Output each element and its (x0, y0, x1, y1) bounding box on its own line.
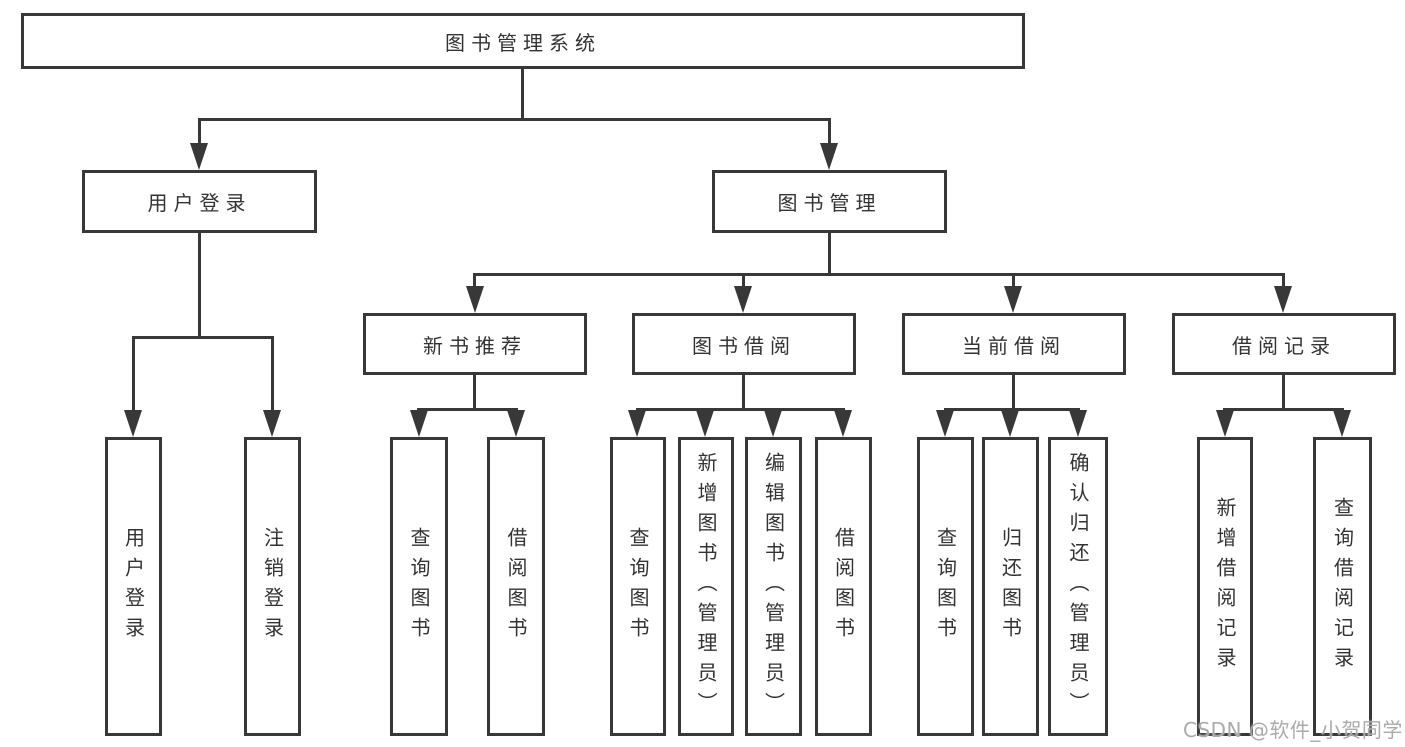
leaf-borrow-books-borrow: 借阅图书 (815, 437, 872, 736)
arrowhead-icon (124, 410, 142, 437)
arrowhead-icon (410, 410, 428, 437)
connector-line (473, 273, 476, 288)
leaf-logout: 注销登录 (244, 437, 301, 736)
arrowhead-icon (1274, 286, 1292, 313)
leaf-label: 新增图书（管理员） (694, 451, 718, 722)
leaf-borrow-books-recommend: 借阅图书 (487, 437, 545, 736)
connector-line (271, 336, 274, 412)
leaf-label: 编辑图书（管理员） (761, 451, 786, 722)
connector-line (828, 233, 831, 275)
connector-line (1282, 273, 1285, 288)
connector-line (473, 273, 1285, 276)
node-current-borrow: 当前借阅 (902, 313, 1126, 375)
arrowhead-icon (1001, 410, 1019, 437)
leaf-confirm-return-admin: 确认归还（管理员） (1048, 437, 1108, 736)
leaf-label: 查询借阅记录 (1330, 496, 1355, 677)
leaf-add-book-admin: 新增图书（管理员） (678, 437, 734, 736)
node-user-login: 用户登录 (82, 170, 317, 233)
connector-line (132, 336, 274, 339)
arrowhead-icon (628, 410, 646, 437)
leaf-label: 查询图书 (407, 526, 431, 647)
arrowhead-icon (190, 143, 208, 170)
arrowhead-icon (1069, 410, 1087, 437)
connector-line (636, 408, 845, 411)
node-new-book-recommend: 新书推荐 (363, 313, 587, 375)
arrowhead-icon (820, 143, 838, 170)
leaf-label: 查询图书 (626, 526, 650, 647)
leaf-query-books-current: 查询图书 (917, 437, 974, 736)
connector-line (198, 118, 831, 121)
arrowhead-icon (466, 286, 484, 313)
leaf-label: 借阅图书 (831, 526, 856, 647)
leaf-query-books-borrow: 查询图书 (610, 437, 666, 736)
arrowhead-icon (263, 410, 281, 437)
leaf-return-book: 归还图书 (982, 437, 1039, 736)
connector-line (1282, 375, 1285, 410)
arrowhead-icon (734, 286, 752, 313)
arrowhead-icon (936, 410, 954, 437)
leaf-label: 用户登录 (121, 526, 146, 647)
arrowhead-icon (1216, 410, 1234, 437)
connector-line (198, 233, 201, 338)
leaf-add-borrow-record: 新增借阅记录 (1197, 437, 1253, 736)
connector-line (742, 273, 745, 288)
arrowhead-icon (1333, 410, 1351, 437)
arrowhead-icon (1004, 286, 1022, 313)
connector-line (417, 408, 518, 411)
connector-line (742, 375, 745, 410)
leaf-query-borrow-record: 查询借阅记录 (1313, 437, 1372, 736)
node-book-borrow: 图书借阅 (632, 313, 856, 375)
leaf-label: 确认归还（管理员） (1066, 451, 1090, 722)
leaf-edit-book-admin: 编辑图书（管理员） (745, 437, 802, 736)
connector-line (521, 69, 524, 119)
node-book-management: 图书管理 (712, 170, 947, 233)
leaf-label: 注销登录 (260, 526, 285, 647)
node-borrow-record: 借阅记录 (1172, 313, 1396, 375)
arrowhead-icon (507, 410, 525, 437)
leaf-label: 查询图书 (933, 526, 958, 647)
leaf-query-books-recommend: 查询图书 (390, 437, 448, 736)
arrowhead-icon (764, 410, 782, 437)
leaf-label: 归还图书 (998, 526, 1023, 647)
connector-line (1012, 273, 1015, 288)
leaf-user-login: 用户登录 (105, 437, 162, 736)
connector-line (1012, 375, 1015, 410)
leaf-label: 借阅图书 (504, 526, 528, 647)
connector-line (132, 336, 135, 412)
node-root-system: 图书管理系统 (21, 13, 1025, 69)
connector-line (198, 118, 201, 145)
connector-line (828, 118, 831, 145)
connector-line (1223, 408, 1344, 411)
connector-line (944, 408, 1080, 411)
arrowhead-icon (834, 410, 852, 437)
leaf-label: 新增借阅记录 (1213, 496, 1237, 677)
arrowhead-icon (696, 410, 714, 437)
watermark: CSDN @软件_小贺同学 (1183, 718, 1403, 742)
connector-line (473, 375, 476, 410)
